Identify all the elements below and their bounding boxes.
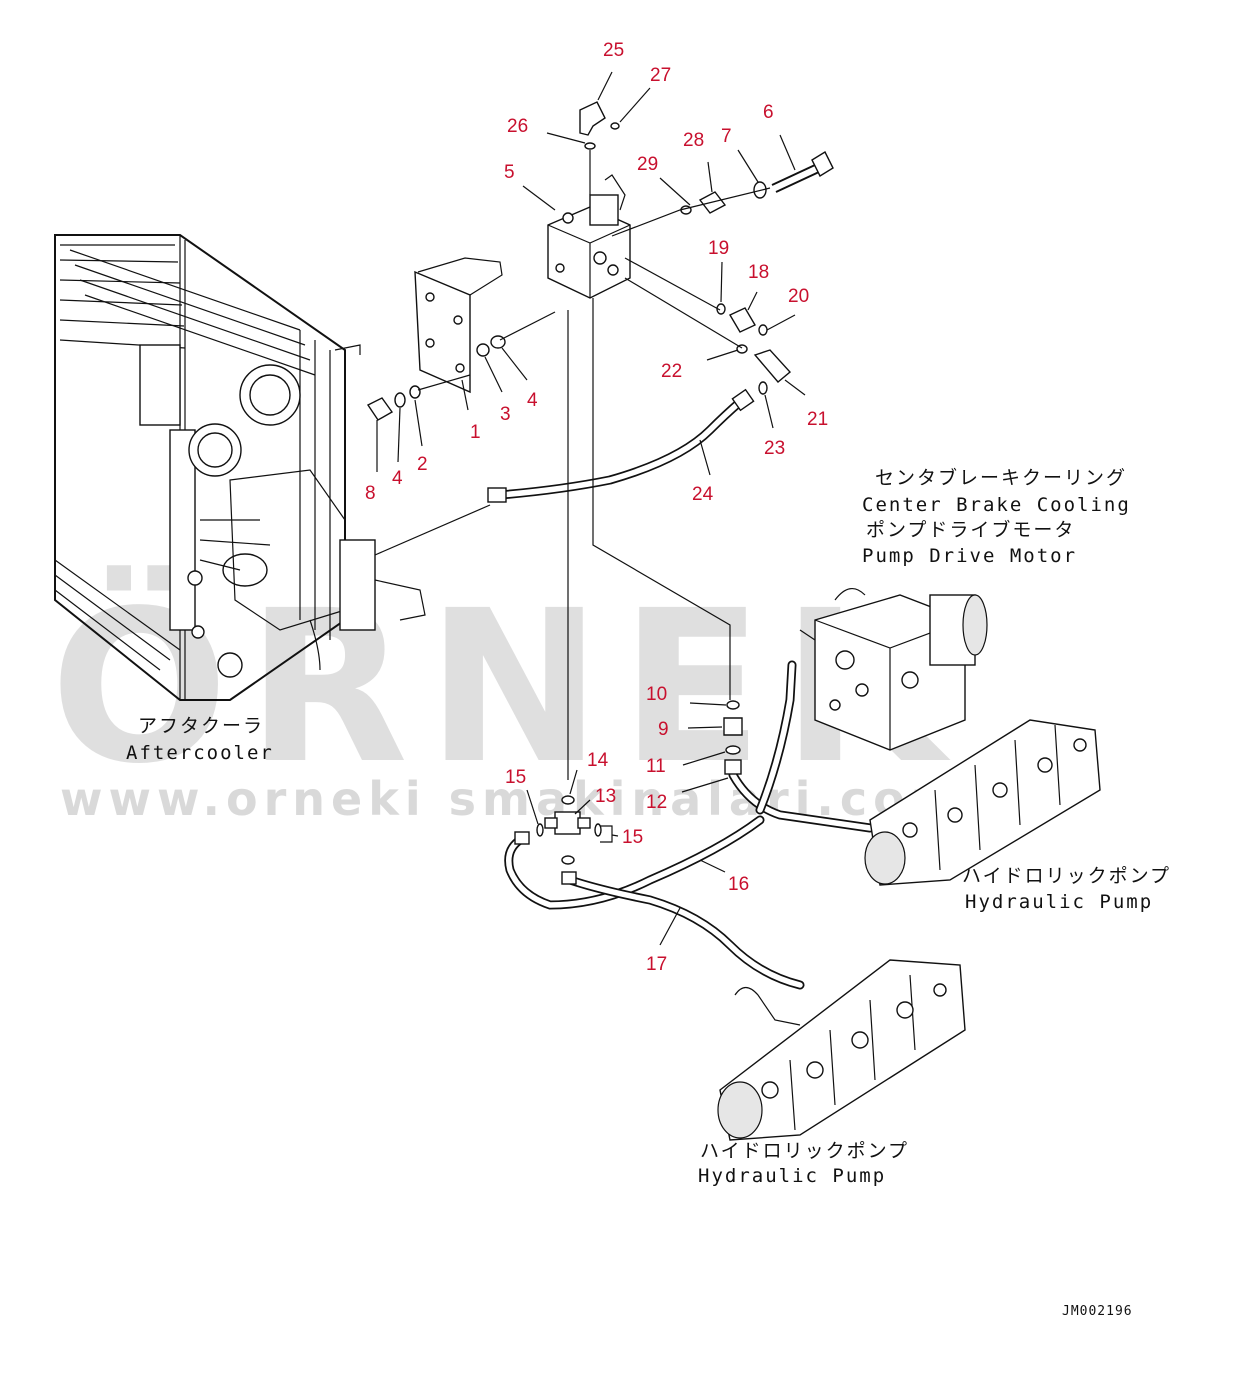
hose-16 xyxy=(504,815,765,910)
motor-label-en2: Pump Drive Motor xyxy=(862,545,1077,567)
pump-bottom-label-en: Hydraulic Pump xyxy=(698,1165,886,1187)
hose-24 xyxy=(487,388,755,503)
motor-label-jp2: ポンプドライブモータ xyxy=(866,518,1075,541)
callout-numbers: 25 27 26 5 29 28 7 6 19 18 20 22 21 23 2… xyxy=(365,40,828,975)
callout-15-left: 15 xyxy=(505,767,526,788)
part-26-oring xyxy=(584,142,596,150)
part-13-tee xyxy=(544,811,591,835)
callout-19: 19 xyxy=(708,238,729,259)
part-27-oring xyxy=(610,122,620,130)
callout-4-lower: 4 xyxy=(392,468,403,489)
part-20-oring xyxy=(758,324,768,336)
pump-right-label-en: Hydraulic Pump xyxy=(965,891,1153,913)
hose-12 xyxy=(724,660,875,833)
callout-2: 2 xyxy=(417,454,428,475)
part-23-oring xyxy=(758,381,768,395)
part-15-oring-right xyxy=(594,823,602,837)
callout-12: 12 xyxy=(646,792,667,813)
part-15-oring-left xyxy=(536,823,544,837)
center-lines xyxy=(374,150,771,780)
part-6-bolt xyxy=(771,151,834,193)
part-14-oring xyxy=(561,795,575,805)
bracket-plate xyxy=(414,257,503,394)
callout-29: 29 xyxy=(637,154,658,175)
callout-17: 17 xyxy=(646,954,667,975)
callout-4-upper: 4 xyxy=(527,390,538,411)
callout-9: 9 xyxy=(658,719,669,740)
part-18-fitting xyxy=(729,307,756,333)
aftercooler-label-en: Aftercooler xyxy=(126,742,274,764)
pump-bottom-label-jp: ハイドロリックポンプ xyxy=(700,1140,909,1162)
part-25-elbow xyxy=(579,101,606,136)
callout-15-right: 15 xyxy=(622,827,643,848)
aftercooler-assembly xyxy=(54,234,426,701)
callout-14: 14 xyxy=(587,750,609,771)
part-21-elbow xyxy=(753,349,792,383)
motor-label-en1: Center Brake Cooling xyxy=(862,494,1131,516)
callout-26: 26 xyxy=(507,116,528,137)
callout-leaders xyxy=(376,71,806,946)
callout-13: 13 xyxy=(595,786,616,807)
hose-17 xyxy=(561,871,805,990)
part-10-oring xyxy=(726,700,740,710)
callout-7: 7 xyxy=(721,126,732,147)
callout-6: 6 xyxy=(763,102,774,123)
part-3-nut xyxy=(476,343,490,357)
motor-label-jp1: センタブレーキクーリング xyxy=(875,466,1127,489)
callout-8: 8 xyxy=(365,483,376,504)
part-tee-oring-bottom xyxy=(561,855,575,865)
callout-25: 25 xyxy=(603,40,624,61)
pump-right-label-jp: ハイドロリックポンプ xyxy=(962,865,1171,887)
hydraulic-pump-bottom xyxy=(717,959,966,1141)
callout-24: 24 xyxy=(692,484,714,505)
callout-5: 5 xyxy=(504,162,515,183)
part-4-washer-upper xyxy=(490,335,506,349)
valve-block xyxy=(547,174,631,299)
part-2-spring-washer xyxy=(409,385,421,399)
callout-23: 23 xyxy=(764,438,785,459)
callout-3: 3 xyxy=(500,404,511,425)
hydraulic-pump-right xyxy=(864,719,1101,886)
callout-11: 11 xyxy=(646,756,666,777)
pump-drive-motor xyxy=(799,588,988,751)
callout-18: 18 xyxy=(748,262,769,283)
part-8-nut xyxy=(366,397,394,421)
callout-28: 28 xyxy=(683,130,704,151)
drawing-code: JM002196 xyxy=(1062,1304,1133,1319)
part-4-washer-lower xyxy=(394,392,406,408)
callout-1: 1 xyxy=(470,422,481,443)
callout-16: 16 xyxy=(728,874,749,895)
callout-21: 21 xyxy=(807,409,828,430)
callout-10: 10 xyxy=(646,684,667,705)
callout-27: 27 xyxy=(650,65,671,86)
callout-20: 20 xyxy=(788,286,809,307)
part-11-oring xyxy=(725,745,741,755)
aftercooler-label-jp: アフタクーラ xyxy=(138,715,264,737)
callout-22: 22 xyxy=(661,361,682,382)
part-9-adapter xyxy=(723,717,743,736)
